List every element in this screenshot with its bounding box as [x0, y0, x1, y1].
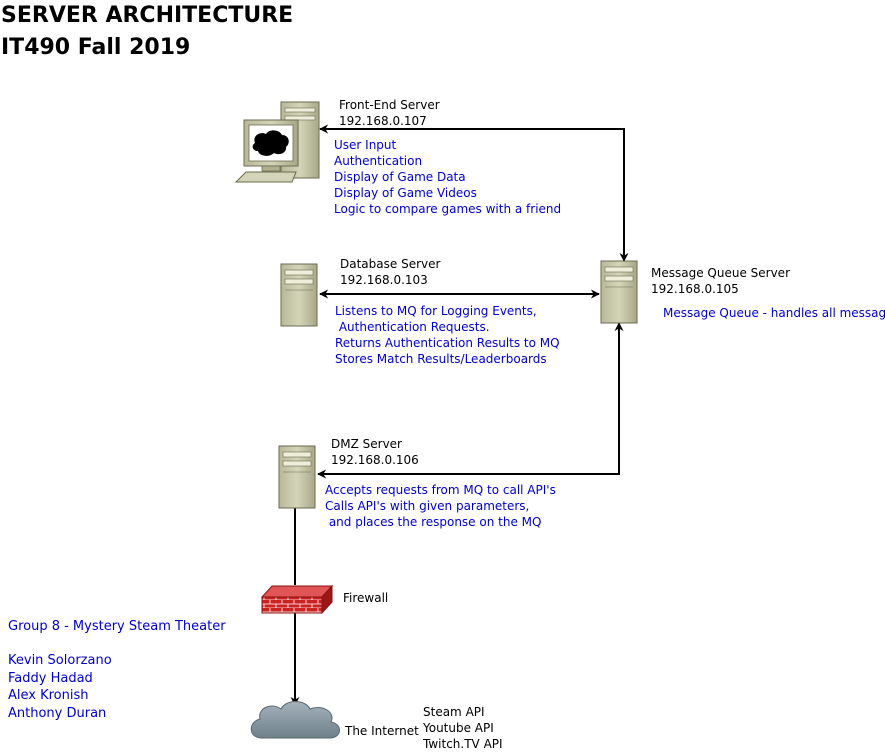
description-line: and places the response on the MQ — [325, 515, 542, 529]
connector-frontend-mq — [319, 124, 629, 262]
internet-api-list: Steam API Youtube API Twitch.TV API — [423, 704, 503, 752]
api-item: Steam API — [423, 705, 485, 719]
description-line: Display of Game Data — [334, 170, 466, 184]
internet-label: The Internet — [345, 724, 419, 738]
mq-server-ip: 192.168.0.105 — [651, 282, 739, 296]
firewall-icon — [260, 584, 334, 615]
connector-dmz-mq — [317, 322, 624, 479]
api-item: Youtube API — [423, 721, 494, 735]
diagram-title-line1: SERVER ARCHITECTURE — [1, 3, 294, 28]
mq-server-description: Message Queue - handles all messages — [663, 306, 885, 320]
cloud-icon — [250, 701, 340, 739]
dmz-server-ip: 192.168.0.106 — [331, 453, 419, 467]
description-line: Authentication — [334, 154, 423, 168]
description-line: Returns Authentication Results to MQ — [335, 336, 560, 350]
desktop-computer-icon — [234, 101, 320, 183]
database-server-description: Listens to MQ for Logging Events, Authen… — [335, 303, 560, 367]
diagram-title-line2: IT490 Fall 2019 — [1, 35, 191, 60]
description-line: Calls API's with given parameters, — [325, 499, 530, 513]
dmz-server-description: Accepts requests from MQ to call API's C… — [325, 482, 556, 530]
description-line: Logic to compare games with a friend — [334, 202, 562, 216]
description-line: User Input — [334, 138, 397, 152]
server-tower-icon — [600, 260, 638, 324]
database-server-name: Database Server — [340, 257, 441, 271]
description-line: Accepts requests from MQ to call API's — [325, 483, 556, 497]
description-line: Listens to MQ for Logging Events, — [335, 304, 537, 318]
mq-server-name: Message Queue Server — [651, 266, 790, 280]
member-name: Anthony Duran — [8, 705, 107, 721]
frontend-server-description: User Input Authentication Display of Gam… — [334, 137, 561, 217]
member-name: Faddy Hadad — [8, 670, 93, 686]
frontend-server-ip: 192.168.0.107 — [339, 114, 427, 128]
connections — [290, 124, 629, 706]
dmz-server-name: DMZ Server — [331, 437, 402, 451]
api-item: Twitch.TV API — [423, 737, 503, 751]
server-tower-icon — [278, 445, 316, 509]
firewall-label: Firewall — [343, 591, 389, 605]
description-line: Display of Game Videos — [334, 186, 477, 200]
member-name: Alex Kronish — [8, 688, 89, 703]
server-tower-icon — [280, 263, 318, 327]
member-name: Kevin Solorzano — [8, 653, 112, 668]
group-members: Kevin Solorzano Faddy Hadad Alex Kronish… — [8, 652, 112, 722]
description-line: Authentication Requests. — [335, 320, 490, 334]
group-name: Group 8 - Mystery Steam Theater — [8, 619, 226, 634]
description-line: Stores Match Results/Leaderboards — [335, 352, 547, 366]
frontend-server-name: Front-End Server — [339, 98, 440, 112]
database-server-ip: 192.168.0.103 — [340, 273, 428, 287]
